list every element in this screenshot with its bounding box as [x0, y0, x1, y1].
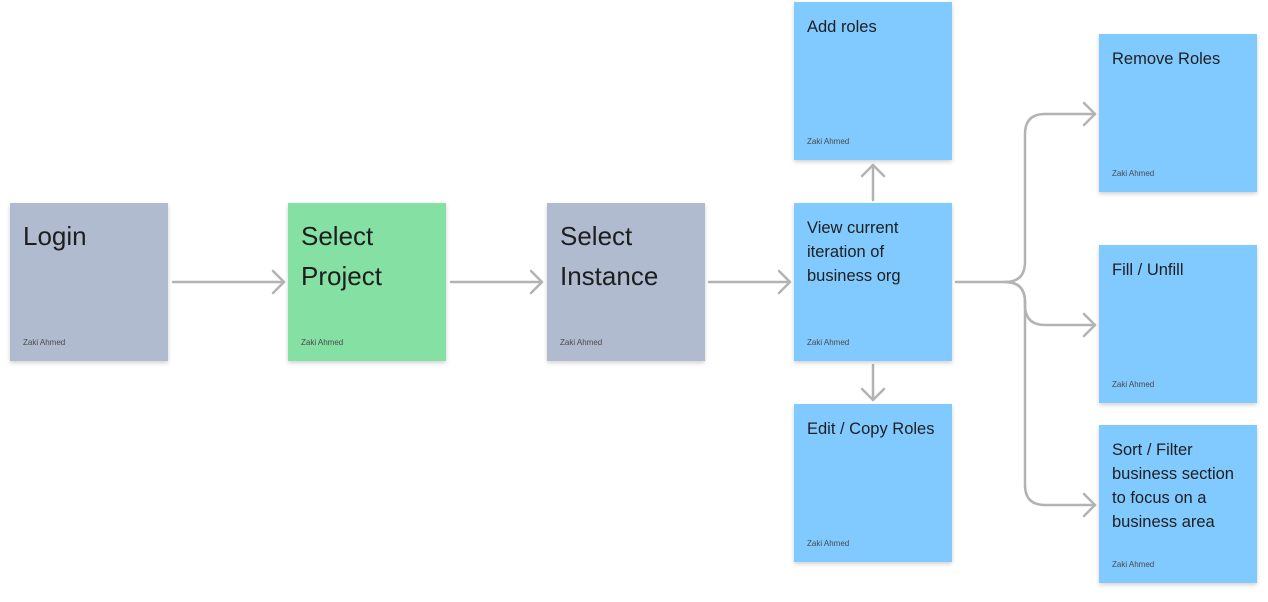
- connector-login-to-select-project[interactable]: [171, 269, 286, 295]
- sticky-remove-roles[interactable]: Remove Roles Zaki Ahmed: [1099, 34, 1257, 192]
- sticky-title: Select Project: [301, 221, 382, 291]
- sticky-title: Add roles: [807, 18, 877, 36]
- sticky-title: Select Instance: [560, 221, 659, 291]
- sticky-author: Zaki Ahmed: [1112, 169, 1155, 178]
- sticky-title: Edit / Copy Roles: [807, 420, 935, 438]
- connector-select-project-to-select-instance[interactable]: [449, 269, 544, 295]
- connector-view-current-to-sort-filter[interactable]: [1003, 280, 1097, 518]
- connector-view-current-to-remove-roles[interactable]: [954, 101, 1097, 284]
- connector-view-current-to-fill-unfill[interactable]: [1003, 280, 1097, 338]
- sticky-title: Remove Roles: [1112, 50, 1221, 68]
- sticky-login[interactable]: Login Zaki Ahmed: [10, 203, 168, 361]
- sticky-author: Zaki Ahmed: [23, 338, 66, 347]
- sticky-author: Zaki Ahmed: [301, 338, 344, 347]
- sticky-author: Zaki Ahmed: [807, 539, 850, 548]
- connector-select-instance-to-view-current[interactable]: [707, 269, 792, 295]
- sticky-fill-unfill[interactable]: Fill / Unfill Zaki Ahmed: [1099, 245, 1257, 403]
- connector-view-current-to-edit-copy-roles[interactable]: [860, 363, 886, 402]
- sticky-view-current-iteration[interactable]: View current iteration of business org Z…: [794, 203, 952, 361]
- sticky-author: Zaki Ahmed: [1112, 380, 1155, 389]
- sticky-edit-copy-roles[interactable]: Edit / Copy Roles Zaki Ahmed: [794, 404, 952, 562]
- sticky-sort-filter[interactable]: Sort / Filter business section to focus …: [1099, 425, 1257, 583]
- sticky-select-project[interactable]: Select Project Zaki Ahmed: [288, 203, 446, 361]
- sticky-author: Zaki Ahmed: [807, 338, 850, 347]
- sticky-author: Zaki Ahmed: [560, 338, 603, 347]
- sticky-author: Zaki Ahmed: [1112, 560, 1155, 569]
- sticky-title: Sort / Filter business section to focus …: [1112, 441, 1234, 531]
- connector-view-current-to-add-roles[interactable]: [860, 163, 886, 202]
- sticky-title: Login: [23, 221, 87, 251]
- sticky-add-roles[interactable]: Add roles Zaki Ahmed: [794, 2, 952, 160]
- sticky-select-instance[interactable]: Select Instance Zaki Ahmed: [547, 203, 705, 361]
- sticky-title: Fill / Unfill: [1112, 261, 1184, 279]
- sticky-title: View current iteration of business org: [807, 219, 901, 285]
- sticky-author: Zaki Ahmed: [807, 137, 850, 146]
